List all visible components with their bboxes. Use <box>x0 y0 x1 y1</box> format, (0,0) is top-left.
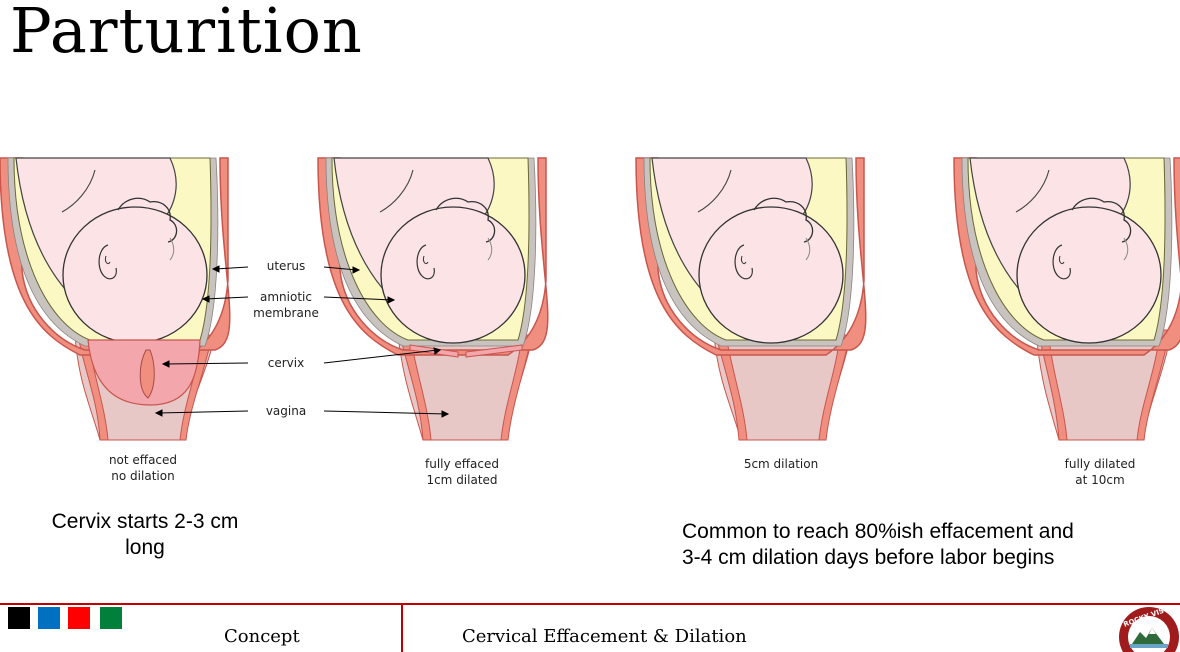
color-square-green <box>100 607 122 629</box>
stage-5cm-dilation <box>635 157 867 441</box>
label-amniotic: amniotic <box>260 290 312 304</box>
color-square-blue <box>38 607 60 629</box>
stage-caption: fully effaced <box>425 457 499 471</box>
stage-caption: no dilation <box>111 469 174 483</box>
footer-concept: Concept <box>224 626 300 647</box>
label-arrows <box>154 265 450 418</box>
stage-fully-effaced <box>317 157 549 441</box>
note-effacement-line1: Common to reach 80%ish effacement and <box>682 520 1074 543</box>
label-vagina: vagina <box>266 404 306 418</box>
color-square-red <box>68 607 90 629</box>
label-uterus: uterus <box>267 259 305 273</box>
color-square-black <box>8 607 30 629</box>
note-cervix-length: Cervix starts 2-3 cm long <box>51 510 239 559</box>
label-membrane: membrane <box>253 306 319 320</box>
label-cervix: cervix <box>268 356 304 370</box>
stage-caption: 5cm dilation <box>744 457 818 471</box>
stage-fully-dilated <box>953 157 1180 441</box>
note-effacement: Common to reach 80%ish effacement and 3-… <box>682 519 1152 571</box>
footer-topic: Cervical Effacement & Dilation <box>462 626 747 647</box>
rocky-vista-logo: ROCKY VISTA <box>1119 606 1179 652</box>
note-effacement-line2: 3-4 cm dilation days before labor begins <box>682 546 1055 569</box>
page-title: Parturition <box>10 0 363 67</box>
stage-caption: not effaced <box>109 453 177 467</box>
stage-not-effaced <box>0 157 231 441</box>
footer-divider <box>0 603 1180 605</box>
stage-caption: 1cm dilated <box>426 473 497 487</box>
stage-caption: fully dilated <box>1065 457 1136 471</box>
stage-caption: at 10cm <box>1075 473 1124 487</box>
cervical-dilation-diagram: uterus amniotic membrane cervix vagina n… <box>0 157 1180 487</box>
footer-separator <box>401 604 403 652</box>
